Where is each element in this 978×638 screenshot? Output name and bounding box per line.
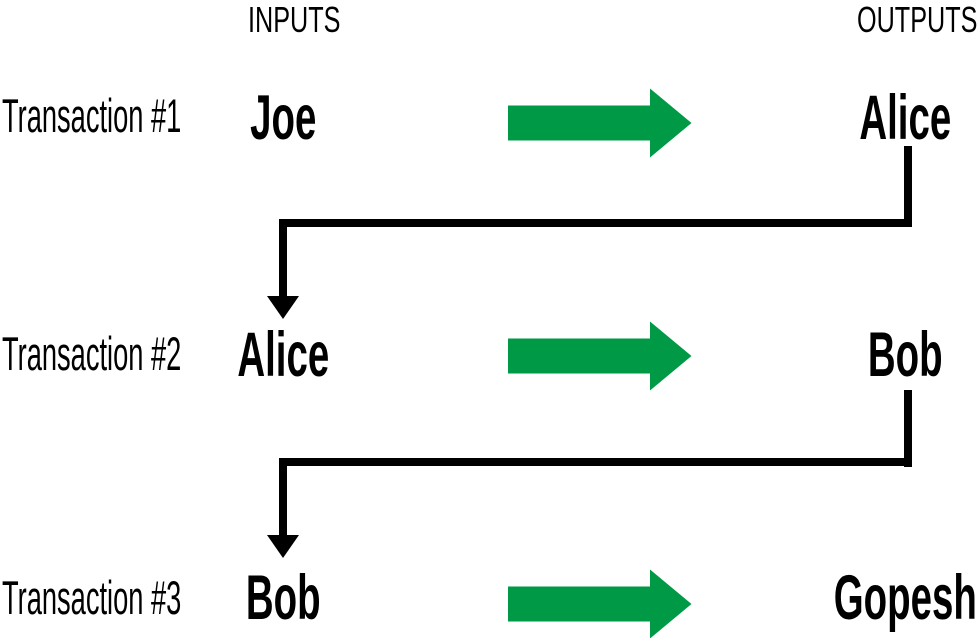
transaction-2-input-slot: Alice [83, 324, 483, 387]
right-arrow-shape [508, 321, 692, 391]
inputs-column-header: INPUTS [248, 0, 341, 40]
transaction-1-input-slot: Joe [83, 87, 483, 150]
connector-2-horizontal [279, 458, 912, 466]
transaction-2-output-slot: Bob [705, 324, 978, 387]
connector-2-vertical-to-input [279, 458, 287, 536]
outputs-column-header: OUTPUTS [857, 0, 978, 40]
transaction-1-output-name: Alice [859, 83, 951, 153]
connector-1-vertical-from-output [904, 146, 912, 227]
connector-1-horizontal [279, 219, 912, 227]
transaction-1-input-name: Joe [249, 83, 317, 153]
right-arrow-icon [508, 321, 692, 391]
transaction-3-input-slot: Bob [83, 567, 483, 630]
transaction-2-output-name: Bob [867, 320, 943, 390]
right-arrow-shape [508, 569, 692, 638]
right-arrow-icon [508, 569, 692, 638]
transaction-2-input-name: Alice [237, 320, 329, 390]
right-arrow-icon [508, 88, 692, 158]
transaction-3-label: Transaction #3 [2, 571, 182, 624]
right-arrow-shape [508, 88, 692, 158]
transaction-2-label: Transaction #2 [2, 327, 182, 380]
transaction-3-input-name: Bob [245, 563, 321, 633]
transaction-1-label: Transaction #1 [2, 89, 182, 142]
transaction-3-output-slot: Gopesh [705, 567, 978, 630]
transaction-3-output-name: Gopesh [833, 563, 977, 633]
transaction-1-output-slot: Alice [705, 87, 978, 150]
connector-1-vertical-to-input [279, 219, 287, 297]
down-arrow-icon [267, 535, 299, 558]
connector-2-vertical-from-output [904, 390, 912, 467]
down-arrow-icon [267, 296, 299, 319]
